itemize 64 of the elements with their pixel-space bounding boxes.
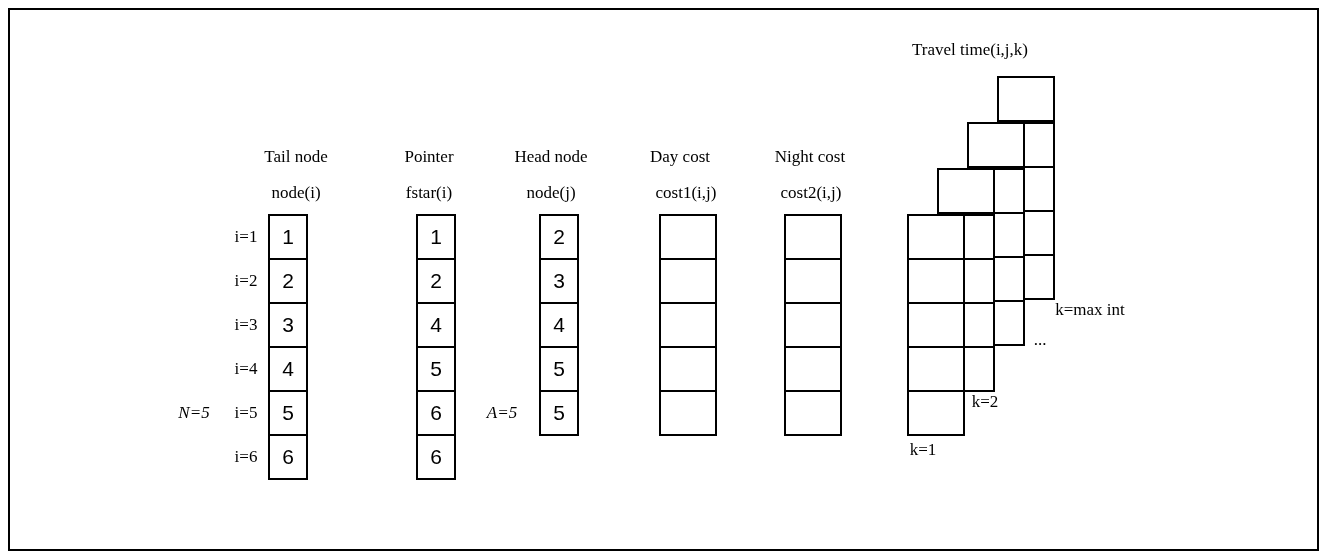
array-cell [1025,254,1055,300]
array-label: A=5 [486,403,518,423]
array-cell [907,302,965,348]
array-cell: 5 [268,390,308,436]
array-label: fstar(i) [405,183,453,203]
array-cell: 6 [268,434,308,480]
array-label: k=1 [909,440,937,460]
array-label: i=5 [234,403,258,423]
array-label: i=1 [234,227,258,247]
array-cell [784,214,842,260]
array-cell [784,390,842,436]
array-label: cost2(i,j) [780,183,842,203]
array-cell: 4 [268,346,308,392]
array-cell [659,302,717,348]
array-cell [659,258,717,304]
array-cell [937,168,995,214]
array-label: Night cost [774,147,846,167]
array-cell: 4 [416,302,456,348]
array-cell [659,346,717,392]
array-cell: 2 [416,258,456,304]
array-cell [907,346,965,392]
array-label: node(i) [271,183,321,203]
array-label: Day cost [650,147,710,167]
array-label: i=6 [234,447,258,467]
array-label: Head node [514,147,588,167]
array-cell [907,258,965,304]
array-cell: 2 [268,258,308,304]
array-cell [965,346,995,392]
array-label: ... [1033,330,1047,350]
array-label: k=max int [1055,300,1125,320]
array-cell [997,76,1055,122]
array-label: i=4 [234,359,258,379]
array-label: Travel time(i,j,k) [912,40,1028,60]
array-label: node(j) [526,183,576,203]
array-cell [659,214,717,260]
array-cell [965,214,995,260]
array-cell: 5 [539,390,579,436]
array-label: Pointer [404,147,454,167]
array-cell [659,390,717,436]
array-cell [907,214,965,260]
array-cell [967,122,1025,168]
array-cell [784,258,842,304]
array-cell [784,346,842,392]
array-label: k=2 [971,392,999,412]
array-label: cost1(i,j) [655,183,717,203]
array-cell: 1 [416,214,456,260]
array-cell: 3 [268,302,308,348]
array-cell: 6 [416,390,456,436]
array-label: i=2 [234,271,258,291]
array-cell: 3 [539,258,579,304]
array-cell: 4 [539,302,579,348]
array-label: N=5 [178,403,210,423]
array-label: i=3 [234,315,258,335]
array-cell [784,302,842,348]
array-cell [1025,122,1055,168]
array-cell: 1 [268,214,308,260]
array-cell [995,300,1025,346]
array-cell [907,390,965,436]
array-label: Tail node [264,147,328,167]
array-cell: 5 [539,346,579,392]
array-cell [995,168,1025,214]
array-cell: 6 [416,434,456,480]
array-cell: 5 [416,346,456,392]
array-cell: 2 [539,214,579,260]
